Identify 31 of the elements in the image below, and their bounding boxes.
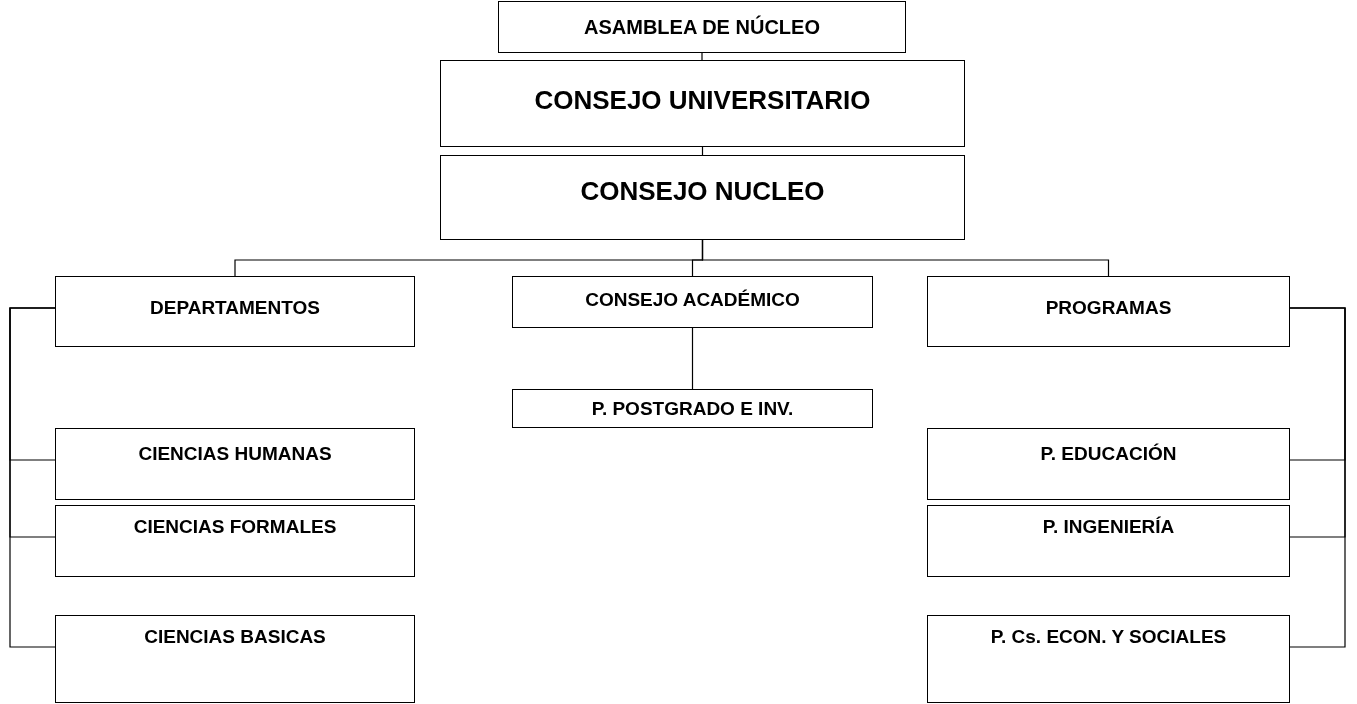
box-label: CIENCIAS HUMANAS [137, 443, 333, 465]
org-box [927, 505, 1290, 577]
box-label: P. Cs. ECON. Y SOCIALES [989, 626, 1228, 648]
org-box [927, 428, 1290, 500]
connector-line [701, 52, 703, 61]
org-box [55, 428, 415, 500]
org-box [440, 60, 965, 147]
connector-line [701, 239, 1110, 277]
org-box [498, 1, 906, 53]
box-label: DEPARTAMENTOS [149, 297, 321, 319]
box-label: ASAMBLEA DE NÚCLEO [583, 16, 821, 39]
box-label: P. POSTGRADO E INV. [590, 398, 795, 420]
box-label: CONSEJO NUCLEO [579, 176, 826, 207]
org-box [55, 276, 415, 347]
connector-line [1289, 307, 1346, 648]
box-label: CONSEJO ACADÉMICO [584, 289, 801, 311]
org-box [512, 276, 873, 328]
org-box [55, 615, 415, 703]
box-label: PROGRAMAS [1044, 297, 1173, 319]
org-box [55, 505, 415, 577]
box-label: CONSEJO UNIVERSITARIO [533, 85, 872, 116]
connector-line [9, 307, 56, 648]
connector-line [691, 327, 694, 390]
org-box [927, 276, 1290, 347]
box-label: P. EDUCACIÓN [1039, 443, 1178, 465]
org-box [927, 615, 1290, 703]
box-label: CIENCIAS FORMALES [132, 516, 338, 538]
org-box [440, 155, 965, 240]
box-label: CIENCIAS BASICAS [143, 626, 327, 648]
org-box [512, 389, 873, 428]
box-label: P. INGENIERÍA [1041, 516, 1176, 538]
